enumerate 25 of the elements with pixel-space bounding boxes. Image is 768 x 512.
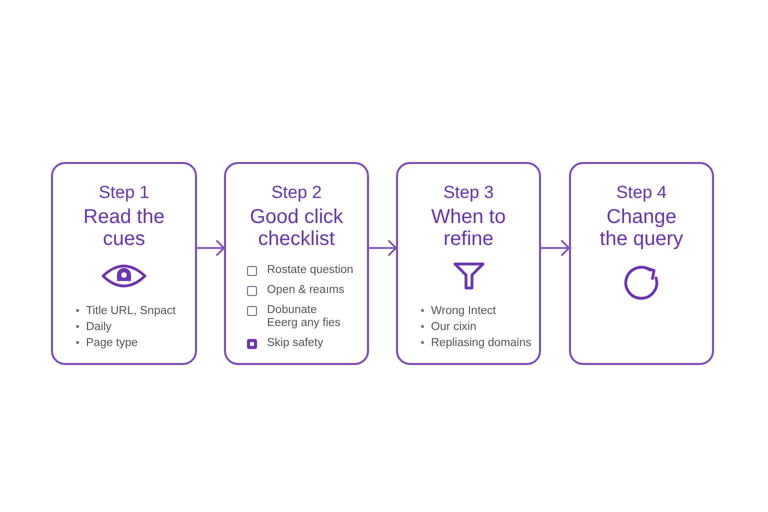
- bullet-item: Our cixin: [431, 320, 476, 335]
- checklist-item: Skip safety: [267, 337, 324, 350]
- step-card: [396, 162, 541, 365]
- step-title: Read the cues: [82, 206, 166, 250]
- arrow: [369, 240, 397, 256]
- arrow: [197, 240, 225, 256]
- step-title: Good click checklist: [248, 206, 344, 250]
- step-label: Step 3: [443, 181, 494, 203]
- bullet-item: Title URL, Snpact: [86, 304, 176, 319]
- checklist-item: Dobunate Eeerg any fies: [267, 304, 342, 330]
- step-card: [224, 162, 369, 365]
- step-label: Step 1: [98, 181, 150, 203]
- bullet-item: Repliasing domains: [431, 336, 532, 351]
- step-card: [569, 162, 714, 365]
- bullet-item: Daily: [86, 320, 112, 335]
- step-title: Change the query: [598, 206, 684, 250]
- checklist-item: Open & reaıms: [267, 284, 344, 297]
- checklist-item: Rostate question: [267, 264, 354, 277]
- step-label: Step 2: [271, 181, 322, 203]
- bullet-item: Page type: [86, 336, 138, 351]
- step-card: [51, 162, 197, 365]
- step-label: Step 4: [616, 181, 667, 203]
- step-title: When to refine: [430, 206, 507, 250]
- bullet-item: Wrong Intect: [431, 304, 496, 319]
- arrow: [541, 240, 570, 256]
